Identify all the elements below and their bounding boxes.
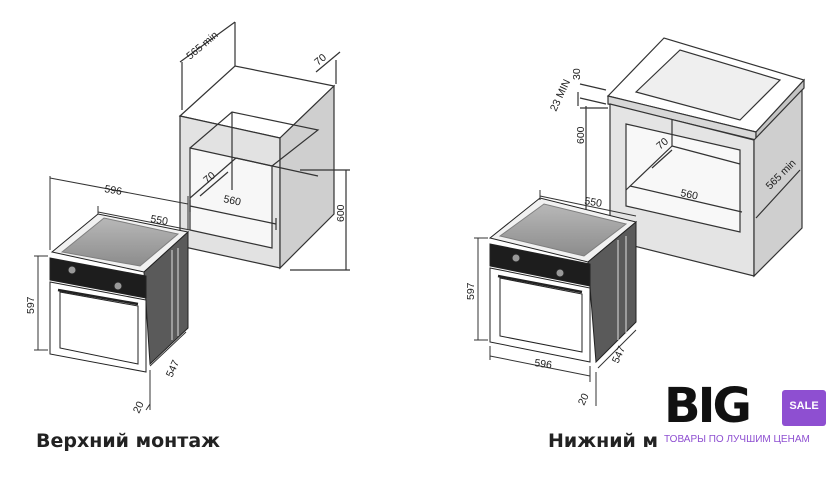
big-sale-logo: BIG SALE ТОВАРЫ ПО ЛУЧШИМ ЦЕНАМ — [660, 380, 832, 452]
right-oven-dimensions — [474, 190, 637, 406]
sale-badge: SALE — [782, 390, 826, 426]
left-niche-height-label: 600 — [335, 204, 347, 222]
sale-badge-label: SALE — [789, 400, 819, 412]
left-oven — [49, 213, 190, 373]
right-oven-depth-label: 547 — [610, 344, 628, 365]
left-oven-height-label: 597 — [25, 296, 37, 314]
right-oven-labels: 550 597 596 547 20 — [465, 195, 628, 407]
right-niche-counter-label: 23 MIN — [548, 78, 573, 114]
right-caption: Нижний монтаж — [548, 430, 658, 452]
right-niche-width-label: 560 — [679, 187, 699, 202]
left-niche-depth-label: 565 min — [184, 29, 220, 62]
left-oven-width-label: 596 — [103, 183, 122, 198]
right-oven — [488, 197, 638, 364]
left-caption: Верхний монтаж — [36, 430, 221, 452]
right-niche-height-label: 600 — [575, 126, 587, 144]
logo-tagline: ТОВАРЫ ПО ЛУЧШИМ ЦЕНАМ — [664, 434, 810, 445]
logo-brand: BIG — [664, 378, 752, 434]
left-oven-inner-width-label: 550 — [149, 213, 168, 228]
left-oven-labels: 596 550 597 547 20 — [25, 183, 182, 415]
left-oven-door-label: 20 — [131, 399, 147, 415]
left-oven-dimensions — [34, 176, 191, 411]
right-oven-inner-width-label: 550 — [583, 195, 602, 210]
left-niche-top-offset-label: 70 — [312, 51, 329, 68]
left-niche-width-label: 560 — [222, 193, 242, 208]
right-niche — [577, 37, 806, 278]
right-oven-height-label: 597 — [465, 282, 477, 300]
right-oven-door-label: 20 — [576, 391, 592, 407]
left-oven-depth-label: 547 — [164, 358, 182, 379]
right-niche-top-gap-label: 30 — [571, 68, 583, 80]
right-oven-width-label: 596 — [534, 357, 553, 371]
